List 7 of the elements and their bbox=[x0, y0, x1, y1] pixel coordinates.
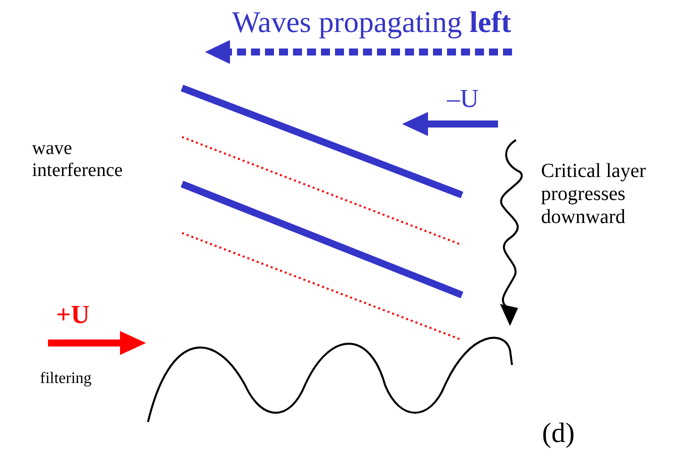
annotation: wave interference bbox=[32, 138, 124, 182]
velocity-label: +U bbox=[56, 300, 90, 330]
panel-label: (d) bbox=[542, 418, 575, 450]
annotation: filtering bbox=[40, 370, 92, 388]
heading: Waves propagating left bbox=[232, 6, 512, 40]
annotation: Critical layer progresses downward bbox=[541, 160, 647, 229]
velocity-label: –U bbox=[447, 84, 479, 114]
